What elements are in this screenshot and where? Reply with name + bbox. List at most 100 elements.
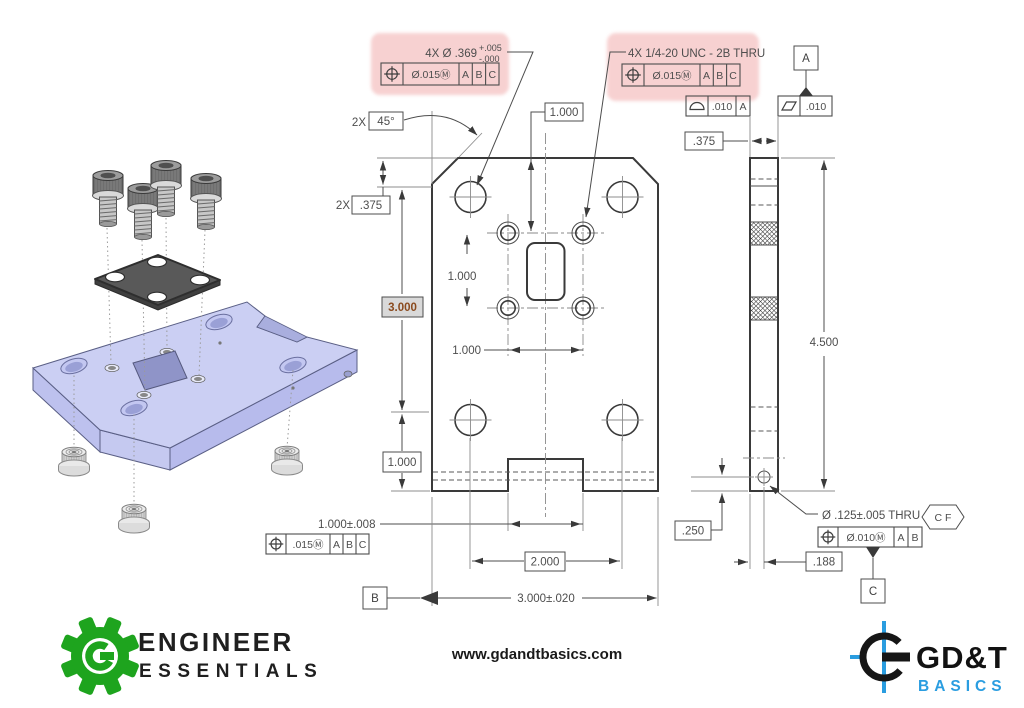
leader-tap [584,51,626,218]
svg-text:3.000: 3.000 [388,302,417,314]
svg-text:.015Ⓜ: .015Ⓜ [293,539,324,551]
logo-engineer-line1: ENGINEER [138,627,294,657]
svg-text:A: A [333,539,340,551]
website-link[interactable]: www.gdandtbasics.com [451,646,622,663]
assembly-alignment-lines [73,217,294,506]
dim-pattern-height: 3.000 [381,189,429,413]
svg-text:B: B [716,70,723,82]
position-symbol-icon [268,536,284,552]
gdt-basics-logo: GD&T BASICS [850,621,1008,695]
svg-text:A: A [703,70,710,82]
socket-head-screws-3d [92,160,222,241]
small-pin-hole-3d [291,386,295,390]
svg-text:3.000±.020: 3.000±.020 [517,593,574,605]
base-plate-3d [32,301,359,471]
highlight-box-tap [607,33,759,101]
svg-text:Ø.015Ⓜ: Ø.015Ⓜ [411,69,451,81]
side-hidden-lines [750,178,778,432]
fcf-notch: .015Ⓜ A B C [265,533,370,555]
dim-hole-span: 2.000 [469,438,623,572]
svg-text:B: B [371,593,379,605]
svg-text:4.500: 4.500 [810,337,839,349]
svg-text:Ø .125±.005 THRU: Ø .125±.005 THRU [822,510,920,522]
fcf-profile: .010 A [685,95,751,117]
small-pin-hole-3d [218,341,222,345]
svg-text:Ø.010Ⓜ: Ø.010Ⓜ [846,532,886,544]
logo-gdt-line1: GD&T [916,640,1008,675]
dim-thickness: .375 [684,117,779,157]
dim-notch-width: 1.000±.008 [318,493,584,531]
thread-hatch-bands [750,221,778,321]
svg-text:2.000: 2.000 [531,557,560,569]
highlight-box-holes [371,33,509,95]
svg-text:1.000: 1.000 [448,271,477,283]
front-centerlines [487,133,604,517]
corner-holes-3d [60,313,307,417]
datum-b: B [362,586,438,610]
dim-overall-height: 4.500 [781,157,839,492]
svg-text:1.000: 1.000 [388,457,417,469]
svg-text:C: C [729,70,737,82]
svg-text:A: A [739,101,746,113]
svg-text:Ø.015Ⓜ: Ø.015Ⓜ [652,70,692,82]
svg-text:B: B [346,539,353,551]
svg-text:C: C [869,586,877,598]
front-hidden-lines [433,471,657,481]
logo-gdt-line2: BASICS [918,678,1007,695]
iso-assembly-view [32,160,359,534]
edge-notch-3d [256,315,308,343]
svg-text:B: B [475,69,482,81]
dim-edge-offset: 2X .375 [336,160,391,215]
svg-text:.010: .010 [806,101,827,113]
gdt-mark-icon [850,621,910,693]
callout-pin: Ø .125±.005 THRU C F [769,485,965,530]
tapped-holes-front [496,221,595,320]
logo-engineer-line2: ESSENTIALS [139,661,323,682]
svg-text:A: A [897,532,904,544]
svg-text:1.000: 1.000 [550,107,579,119]
svg-text:.375: .375 [693,136,715,148]
flatness-symbol-icon [780,101,798,111]
corner-holes-front [449,176,644,441]
callout-holes-minus: -.000 [479,54,500,64]
leader-holes [476,51,534,186]
front-view: 2X 45° 2X .375 1.000 3.000 1.000 [265,102,659,610]
side-outline [749,157,779,492]
flag-hexagon [921,504,965,530]
svg-text:.010: .010 [712,101,733,113]
dim-edge-value: .375 [360,200,382,212]
datum-triangle-icon [799,87,813,96]
callout-holes-text: 4X Ø .369 [425,48,477,60]
svg-text:1.000±.008: 1.000±.008 [318,519,375,531]
dim-thread-spacing-h: 1.000 [452,345,583,357]
svg-text:.188: .188 [813,557,835,569]
dim-pin-from-edge: .188 [734,487,843,572]
engineer-essentials-logo: ENGINEER ESSENTIALS [61,617,323,695]
side-view: .375 4.500 .250 .188 Ø .125±.005 THRU C … [674,45,965,604]
datum-triangle-icon [420,591,438,605]
position-symbol-icon [625,67,641,83]
datum-c: C [860,547,886,604]
cover-plate-3d [94,254,221,311]
fcf-tap: Ø.015Ⓜ A B C [621,63,741,87]
center-cutout-3d [132,350,188,391]
svg-text:B: B [911,532,918,544]
pin-hole-side [755,468,773,486]
side-cross-hole-3d [343,370,353,378]
dim-pin-from-bottom: .250 [674,458,754,541]
fcf-holes: Ø.015Ⓜ A B C [380,62,500,86]
dim-chamfer-qty: 2X [352,117,366,129]
svg-text:C: C [359,539,367,551]
svg-text:A: A [462,69,469,81]
callout-tap-text: 4X 1/4-20 UNC - 2B THRU [628,48,765,60]
highlight-callouts: 4X Ø .369 +.005 -.000 Ø.015Ⓜ A B C 4X 1/… [371,33,765,218]
datum-triangle-icon [866,547,880,558]
svg-text:C: C [489,69,497,81]
svg-text:A: A [802,53,810,65]
position-symbol-icon [820,529,836,545]
dim-chamfer: 2X 45° [352,111,483,188]
svg-text:.250: .250 [682,526,704,538]
dim-overall-width: 3.000±.020 [431,497,659,606]
